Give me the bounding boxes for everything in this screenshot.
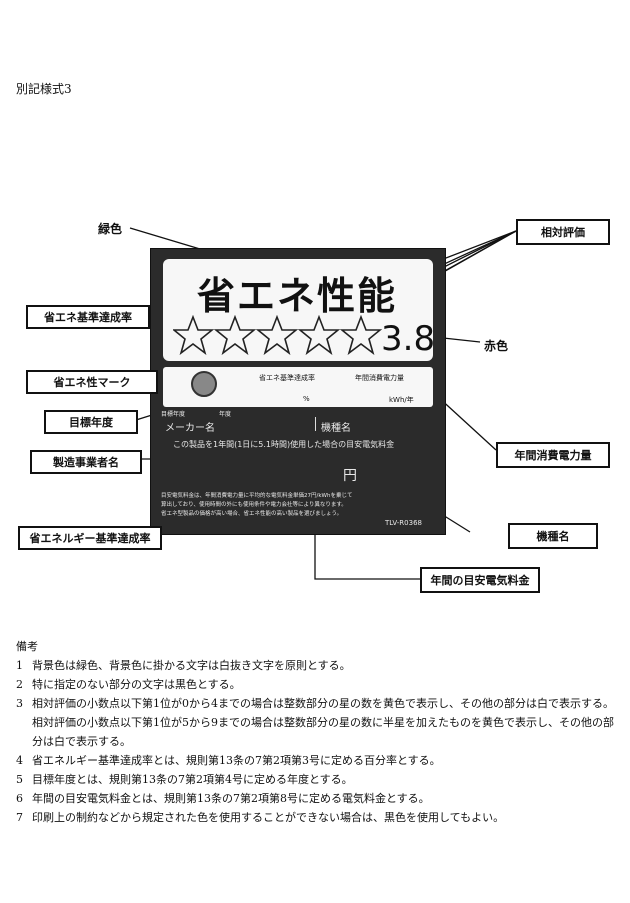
note-item: 7 印刷上の制約などから規定された色を使用することができない場合は、黒色を使用し… [16, 811, 505, 824]
note-item: 2 特に指定のない部分の文字は黒色とする。 [16, 678, 241, 691]
achievement-header: 省エネ基準達成率 [259, 374, 315, 382]
label-title: 省エネ性能 [197, 274, 398, 318]
relative-score: 3.8 [381, 319, 436, 359]
note-item: 4 省エネルギー基準達成率とは、規則第13条の7第2項第3号に定める百分率とする… [16, 754, 441, 767]
usage-note: この製品を1年間(1日に5.1時間)使用した場合の目安電気料金 [173, 440, 395, 449]
note-item: 6 年間の目安電気料金とは、規則第13条の7第2項第8号に定める電気料金とする。 [16, 792, 430, 805]
kwh-unit: kWh/年 [389, 396, 414, 404]
notes-section: 備考 1 背景色は緑色、背景色に掛かる文字は白抜き文字を原則とする。 2 特に指… [16, 637, 620, 827]
star-icon [339, 315, 383, 355]
divider [315, 417, 316, 431]
percent-unit: % [303, 395, 310, 403]
star-icon [255, 315, 299, 355]
star-icon [213, 315, 257, 355]
maker-label: メーカー名 [165, 423, 215, 434]
footnote-line: 算出しており、使用時間の外にも使用条件や電力会社等により異なります。 [161, 502, 347, 508]
note-item: 1 背景色は緑色、背景色に掛かる文字は白抜き文字を原則とする。 [16, 659, 351, 672]
yen-unit: 円 [343, 468, 357, 484]
target-year-text: 目標年度 [161, 411, 186, 418]
note-item: 5 目標年度とは、規則第13条の7第2項第4号に定める年度とする。 [16, 773, 353, 786]
footnote-line: 目安電気料金は、年間消費電力量に平均的な電気料金単価27円/kWhを乗じて [161, 493, 353, 499]
notes-heading: 備考 [16, 640, 38, 653]
info-panel: 省エネ基準達成率 年間消費電力量 % kWh/年 [163, 367, 433, 407]
callout-annual-cost: 年間の目安電気料金 [420, 567, 540, 593]
callout-green: 緑色 [98, 222, 123, 236]
star-rating [173, 315, 383, 355]
label-code: TLV-R0368 [385, 519, 422, 527]
callout-mark: 省エネ性マーク [26, 370, 158, 394]
star-icon [173, 315, 215, 355]
callout-achievement-rate: 省エネ基準達成率 [26, 305, 150, 329]
annual-power-header: 年間消費電力量 [355, 374, 404, 382]
callout-energy-achievement: 省エネルギー基準達成率 [18, 526, 162, 550]
energy-label: 省エネ性能 3.8 省エネ基準達成率 年間消費電力量 % kWh/年 目標年度 … [150, 248, 446, 535]
callout-red: 赤色 [484, 339, 509, 353]
energy-mark-icon [191, 371, 217, 397]
year-unit: 年度 [219, 411, 232, 418]
callout-relative: 相対評価 [516, 219, 610, 245]
star-icon [297, 315, 341, 355]
footnote-line: 省エネ型製品の価格が高い場合、省エネ性能の高い製品を選びましょう。 [161, 511, 343, 517]
callout-target-year: 目標年度 [44, 410, 138, 434]
model-label: 機種名 [321, 423, 351, 434]
callout-annual-power: 年間消費電力量 [496, 442, 610, 468]
note-item: 3 相対評価の小数点以下第1位が0から4までの場合は整数部分の星の数を黄色で表示… [16, 697, 614, 748]
callout-model-name: 機種名 [508, 523, 598, 549]
callout-manufacturer: 製造事業者名 [30, 450, 142, 474]
form-number: 別記様式3 [16, 82, 72, 96]
title-panel: 省エネ性能 3.8 [163, 259, 436, 361]
